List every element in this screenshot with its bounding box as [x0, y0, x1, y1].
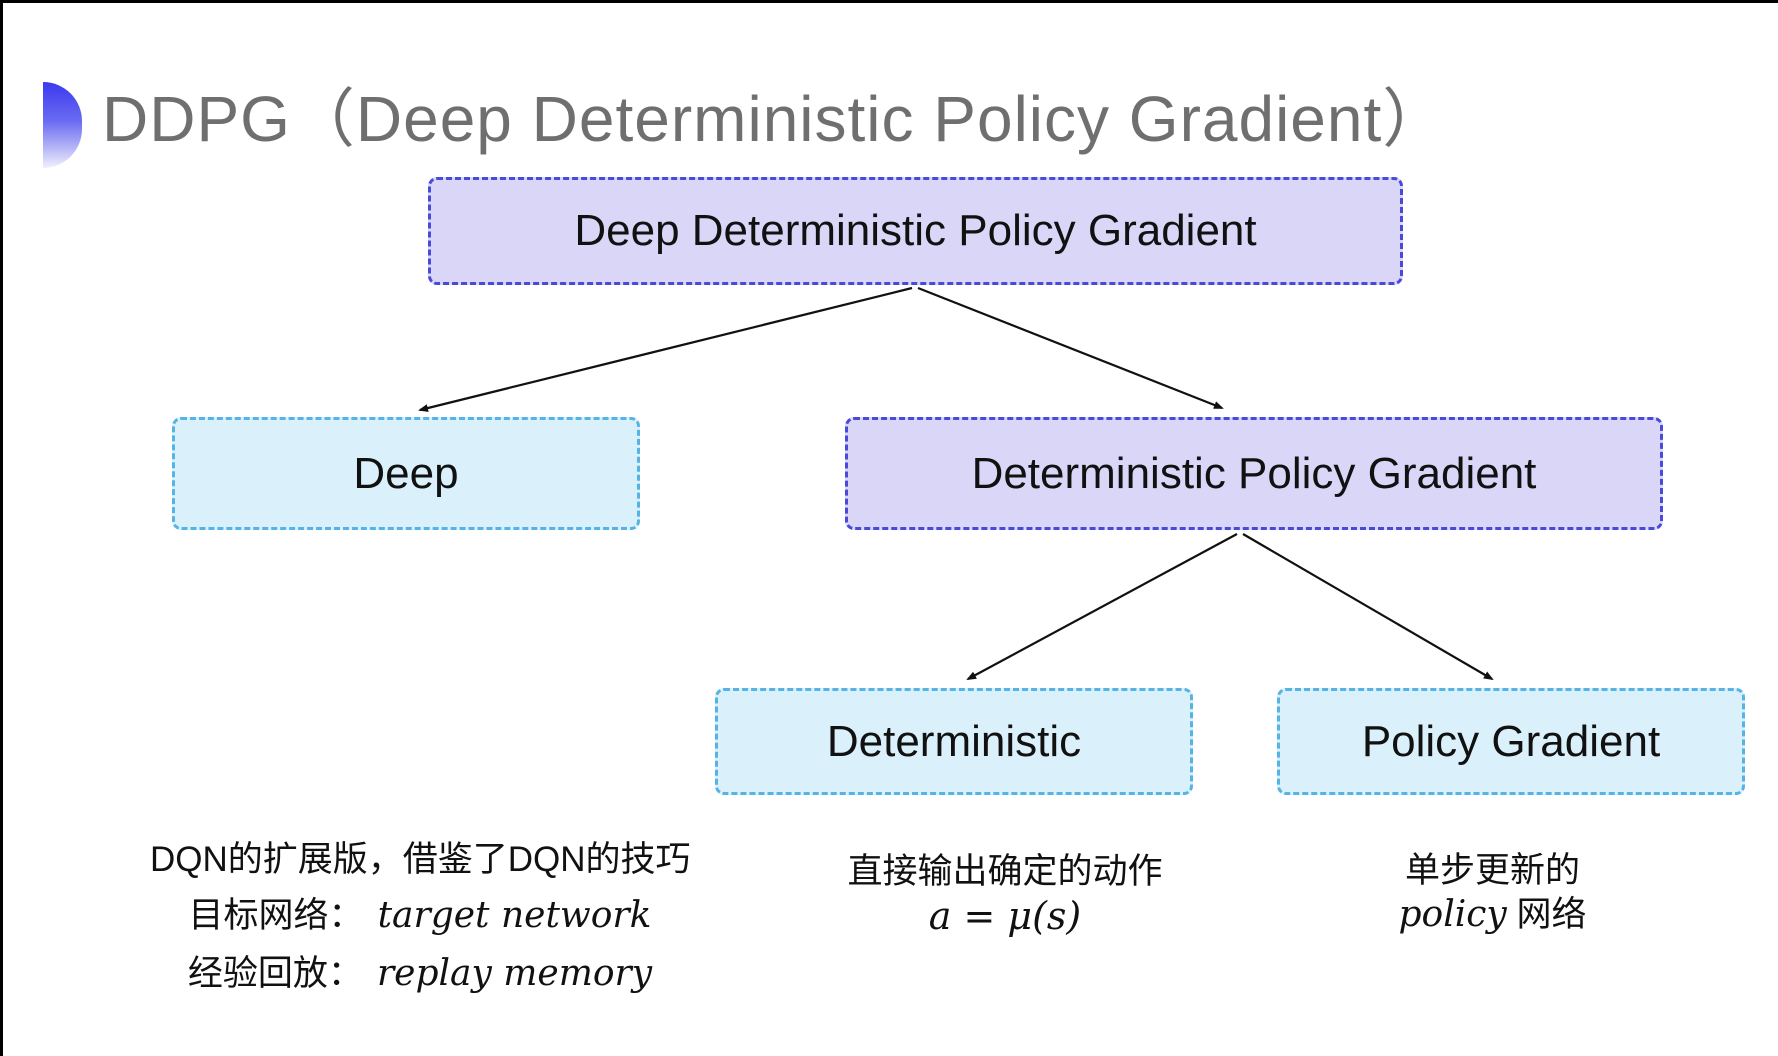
arrow-dpg-to-deterministic — [966, 533, 1238, 680]
note-policy-gradient-line2-rest: 网络 — [1506, 895, 1587, 934]
slide-title: DDPG（Deep Deterministic Policy Gradient） — [102, 83, 1448, 155]
node-deep: Deep — [172, 417, 640, 530]
note-deep-line1: DQN的扩展版，借鉴了DQN的技巧 — [150, 840, 691, 879]
note-deep-line3-term: replay memory — [376, 953, 653, 994]
note-deterministic: 直接输出确定的动作 a = μ(s) — [820, 852, 1190, 938]
note-policy-gradient-line1: 单步更新的 — [1404, 851, 1580, 890]
arrow-root-to-dpg — [917, 286, 1224, 410]
note-policy-gradient-line2: policy 网络 — [1330, 893, 1655, 937]
node-deep-label: Deep — [353, 448, 459, 498]
node-policy-gradient: Policy Gradient — [1277, 688, 1745, 795]
note-deep-line3: 经验回放： replay memory — [150, 954, 690, 994]
node-deterministic-policy-gradient: Deterministic Policy Gradient — [845, 417, 1663, 530]
note-policy-gradient-line2-term: policy — [1398, 894, 1507, 935]
note-deep-line2-label: 目标网络： — [188, 896, 364, 935]
note-deterministic-line1: 直接输出确定的动作 — [847, 852, 1163, 891]
window-left-edge — [0, 0, 3, 1056]
node-deep-deterministic-policy-gradient: Deep Deterministic Policy Gradient — [428, 177, 1403, 285]
arrow-root-to-deep — [418, 286, 913, 412]
note-deep: DQN的扩展版，借鉴了DQN的技巧 目标网络： target network 经验… — [150, 840, 691, 994]
node-dpg-label: Deterministic Policy Gradient — [971, 448, 1537, 498]
note-policy-gradient: 单步更新的 policy 网络 — [1330, 851, 1655, 937]
window-top-edge — [0, 0, 1778, 3]
node-root-label: Deep Deterministic Policy Gradient — [574, 206, 1257, 255]
node-deterministic: Deterministic — [715, 688, 1193, 795]
note-deep-line3-label: 经验回放： — [187, 954, 363, 993]
node-policy-gradient-label: Policy Gradient — [1361, 716, 1661, 766]
note-deep-line2-term: target network — [377, 895, 652, 936]
note-deterministic-formula: a = μ(s) — [928, 894, 1082, 938]
arrow-dpg-to-policy-gradient — [1242, 533, 1494, 681]
node-deterministic-label: Deterministic — [826, 716, 1082, 766]
note-deep-line2: 目标网络： target network — [150, 896, 690, 936]
title-bullet-icon — [43, 82, 82, 168]
